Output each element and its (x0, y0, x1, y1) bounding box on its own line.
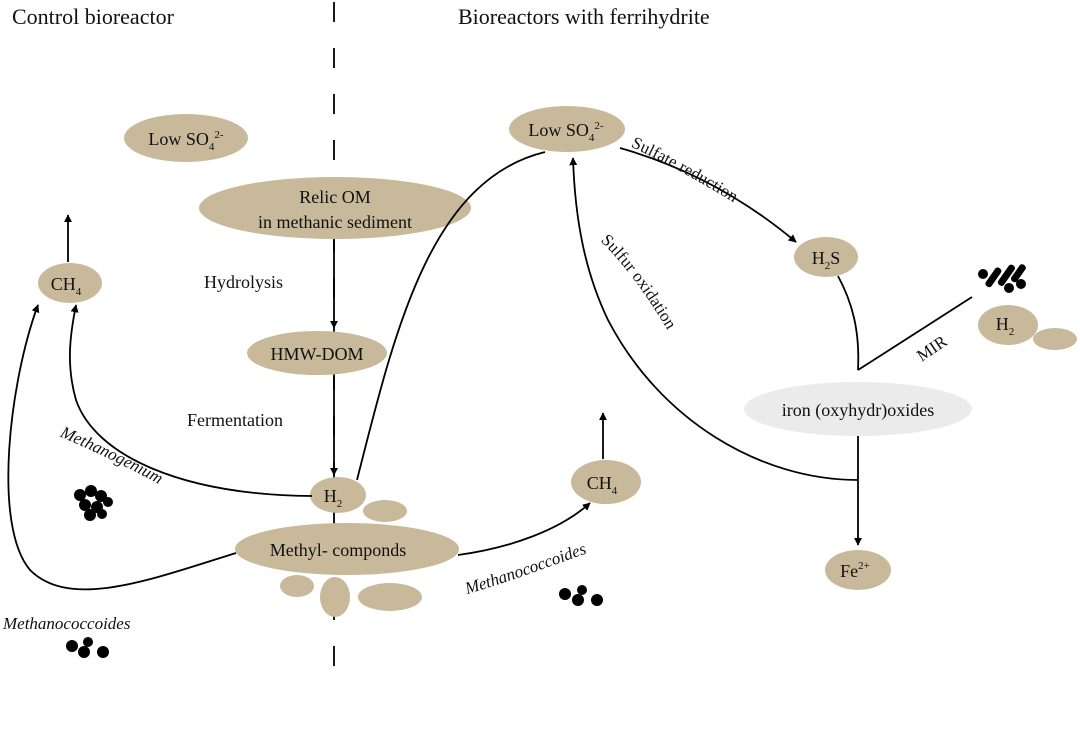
label-methanococcoides-left: Methanococcoides (2, 614, 131, 633)
ellipse-low-so4-right (509, 106, 625, 152)
ellipse-ch4-mid (571, 460, 641, 504)
ellipse-h2-center (310, 477, 366, 513)
methanococcoides-left-icon (66, 637, 109, 658)
methanogenium-cluster-icon (74, 485, 113, 521)
label-ch4-left: CH4 (51, 274, 82, 298)
label-hmw-dom: HMW-DOM (271, 344, 364, 364)
ellipse-methyl (235, 523, 459, 575)
label-hydrolysis: Hydrolysis (204, 272, 283, 292)
heading-control: Control bioreactor (12, 4, 175, 29)
ellipse-h2s (794, 237, 858, 277)
arrow-sulfur-oxidation (569, 157, 859, 481)
ellipse-small-3 (320, 577, 350, 617)
label-sulfate-reduction: Sulfate reduction (629, 133, 742, 206)
label-iron: iron (oxyhydr)oxides (782, 400, 934, 421)
ellipse-small-2 (280, 575, 314, 597)
label-h2s: H2S (812, 248, 841, 272)
iron-reducer-cluster-icon (978, 264, 1026, 293)
label-methanogenium: Methanogenium (57, 422, 166, 488)
heading-ferrihydrite: Bioreactors with ferrihydrite (458, 4, 710, 29)
label-methyl: Methyl- componds (270, 540, 407, 560)
arrow-methyl-to-ch4 (7, 304, 237, 591)
label-low-so4-right: Low SO42- (528, 120, 604, 144)
arrow-methyl-to-ch4-mid (457, 502, 591, 556)
ellipse-small-4 (358, 583, 422, 611)
label-relic-om-1: Relic OM (299, 187, 371, 207)
arrow-h2-to-ch4 (69, 304, 313, 497)
ellipse-fe2 (825, 550, 891, 590)
ellipse-small-right (1033, 328, 1077, 350)
line-mir (857, 296, 973, 371)
label-fermentation: Fermentation (187, 410, 283, 430)
label-h2-center: H2 (324, 486, 343, 510)
label-mir: MIR (913, 331, 951, 365)
arc-h2-to-so4 (356, 151, 546, 481)
arrow-sulfate-reduction (619, 147, 797, 243)
label-methanococcoides-mid: Methanococcoides (462, 539, 589, 598)
ellipse-h2-right (978, 305, 1038, 345)
line-h2s-to-iron (837, 275, 860, 371)
ellipse-low-so4-left (124, 114, 248, 162)
ellipse-ch4-left (38, 263, 102, 303)
ellipse-iron (744, 382, 972, 436)
label-ch4-mid: CH4 (587, 473, 618, 497)
label-low-so4-left: Low SO42- (148, 129, 224, 153)
label-relic-om-2: in methanic sediment (258, 212, 412, 232)
label-h2-right: H2 (996, 314, 1015, 338)
ellipse-relic-om (199, 177, 471, 239)
ellipse-hmw-dom (247, 331, 387, 375)
label-sulfur-oxidation: Sulfur oxidation (597, 230, 680, 333)
methanococcoides-mid-icon (559, 585, 603, 606)
ellipse-small-1 (363, 500, 407, 522)
label-fe2: Fe2+ (840, 560, 870, 581)
